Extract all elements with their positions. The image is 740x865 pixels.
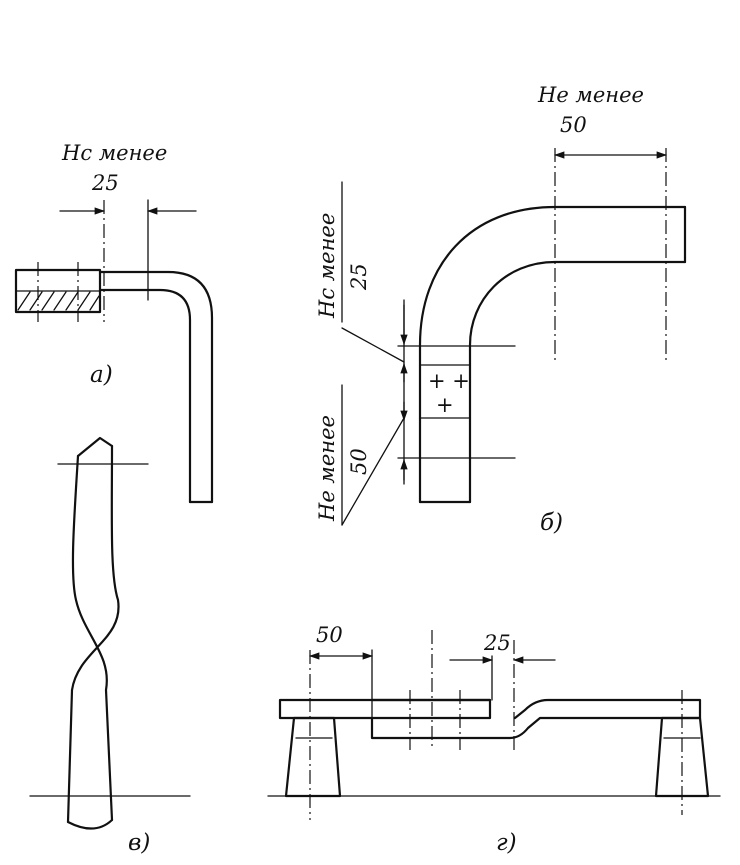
twisted-bar-bottom: [66, 818, 114, 830]
dim-value-a: 25: [91, 171, 119, 195]
dim-top-value: 50: [560, 113, 587, 137]
bend-outer: [418, 205, 687, 504]
twisted-bar-top: [76, 436, 114, 458]
dim-left-upper-value: 25: [347, 263, 371, 291]
figure-a: Нс менее 25 а): [14, 141, 214, 504]
twisted-bar-right: [66, 444, 120, 824]
caption-v: в): [128, 830, 150, 856]
caption-b: б): [540, 510, 563, 536]
figure-b: + + + Не менее 50 Нс менее 25 Не менее 5…: [315, 83, 687, 536]
bent-bar-inner: [98, 288, 192, 504]
caption-a: а): [90, 362, 113, 388]
weld-marks-lower: +: [436, 393, 454, 417]
dim-top-text: Не менее: [537, 83, 644, 107]
support-left: [284, 716, 342, 798]
dim-left-value-g: 50: [316, 623, 343, 647]
twisted-bar-left: [71, 454, 114, 822]
figure-v: в): [29, 436, 191, 856]
dim-left-lower-text: Не менее: [315, 415, 339, 522]
hatching: [17, 291, 100, 311]
flat-bar-long: [278, 698, 492, 720]
figure-g: 50 25 г): [267, 623, 721, 856]
bent-bar-outer: [98, 270, 214, 504]
dim-left-upper-text: Нс менее: [315, 213, 339, 319]
caption-g: г): [496, 830, 517, 856]
bend-inner: [468, 260, 687, 504]
dim-text-a: Нс менее: [61, 141, 167, 165]
dim-right-value-g: 25: [483, 631, 511, 655]
dim-left-lower-value: 50: [347, 448, 371, 475]
weld-marks-upper: + +: [428, 369, 470, 393]
